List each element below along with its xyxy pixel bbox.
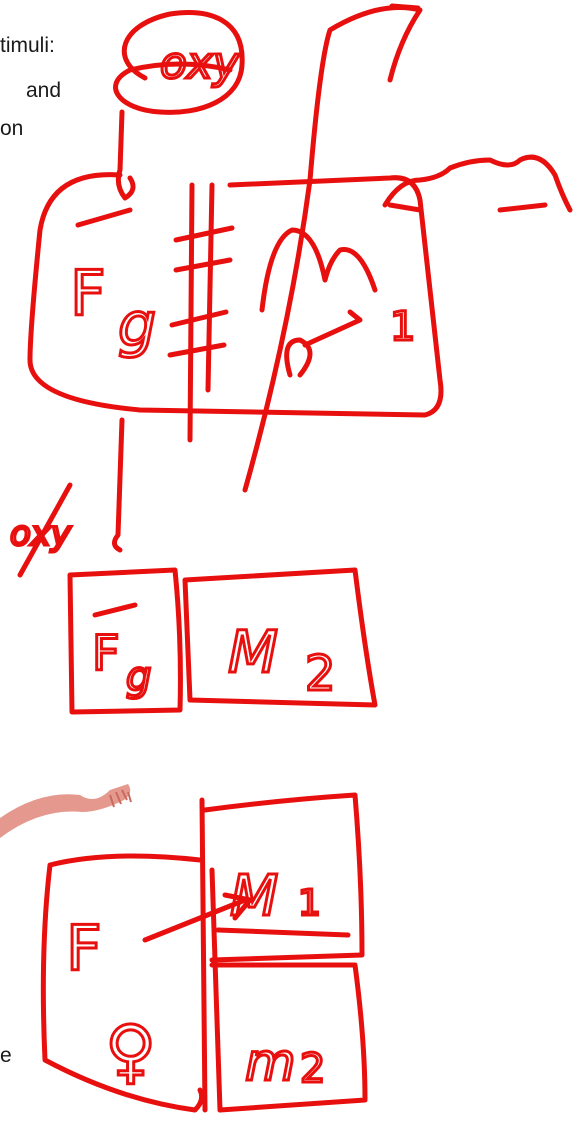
- slide-text-line-2: and: [26, 79, 62, 102]
- bottom-F-box: [40, 853, 205, 1113]
- top-hash-3: [169, 309, 229, 328]
- fallopian-tube-illustration: [0, 784, 132, 838]
- top-M1-sub: 1: [390, 304, 415, 350]
- bottom-sperm-arrow: [142, 892, 253, 943]
- slide-text-line-3: on: [0, 117, 24, 140]
- bottom-divider-1: [199, 797, 208, 1113]
- top-hash-1: [173, 225, 235, 243]
- bottom-F-label: F: [66, 912, 102, 985]
- mid-M2-sub: 2: [305, 646, 336, 702]
- top-hash-2: [173, 257, 233, 273]
- slide-text-line-4: e: [0, 1044, 12, 1067]
- top-F-label: F: [70, 257, 106, 330]
- bottom-divider-2: [209, 867, 223, 1113]
- top-hash-4: [167, 342, 227, 358]
- mid-M2-box: [182, 567, 378, 708]
- top-M-stroke: [259, 227, 378, 313]
- oxy-scribble-right: [382, 154, 573, 213]
- mid-down-arrow: [112, 417, 125, 553]
- slide-text-line-1: timuli:: [0, 34, 55, 57]
- top-curved-arrow: [242, 3, 423, 493]
- bottom-M2-sub: 2: [300, 1046, 325, 1092]
- top-g-label: g: [118, 290, 156, 360]
- oxy-crossout: [17, 482, 73, 578]
- sperm-symbol: [284, 309, 363, 378]
- bottom-M1-underline: [215, 927, 351, 938]
- oxy-label-top: oxy: [160, 38, 240, 89]
- oxy-ellipse: [113, 10, 245, 115]
- mid-F-box: [67, 567, 183, 715]
- bottom-M2-label: m: [245, 1033, 296, 1093]
- bottom-M1-sub: 1: [298, 883, 321, 924]
- bottom-M1-label: M: [230, 864, 278, 929]
- mid-F-bar: [92, 602, 138, 618]
- oxy-down-arrow: [115, 109, 136, 201]
- mid-F-label: F: [92, 626, 120, 682]
- top-F-bar: [75, 207, 133, 228]
- bottom-female-symbol: ♀: [105, 1010, 156, 1092]
- top-divider-2: [205, 182, 215, 393]
- mid-M-label: M: [228, 618, 278, 686]
- top-divider-1: [187, 182, 195, 443]
- mid-g-label: g: [126, 654, 151, 700]
- top-combined-box: [27, 172, 444, 418]
- bottom-M2-box: [209, 962, 368, 1113]
- bottom-M1-box: [202, 792, 365, 963]
